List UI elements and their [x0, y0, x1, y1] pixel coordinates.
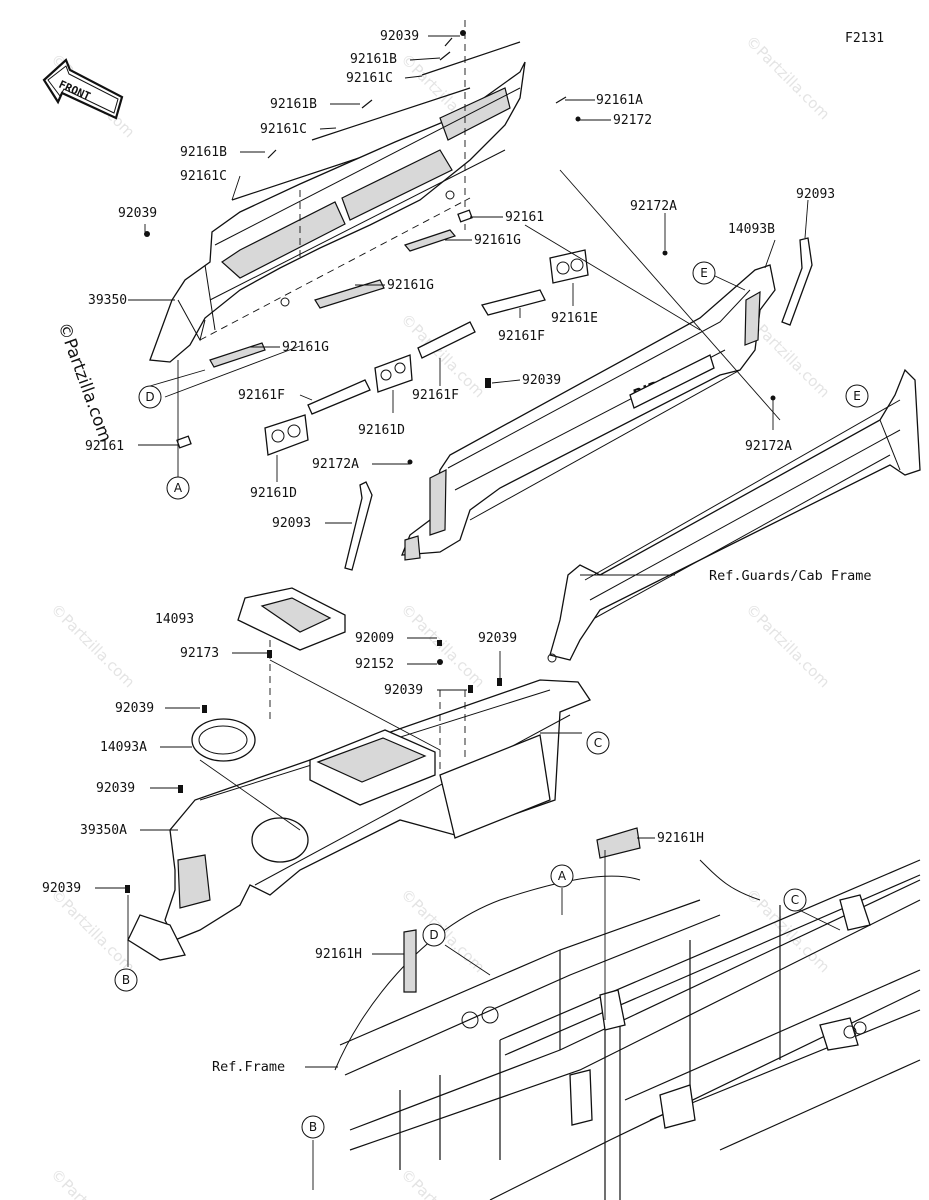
part-label: 92039: [522, 373, 561, 388]
svg-text:D: D: [145, 390, 154, 404]
part-label: 92161E: [551, 311, 598, 326]
part-label: 92039: [384, 683, 423, 698]
part-label: 92161G: [474, 233, 521, 248]
callout-c-bottom: C: [783, 888, 807, 912]
part-label: 92172A: [312, 457, 359, 472]
label-strips: [209, 229, 589, 456]
callout-b-bottom: B: [301, 1115, 325, 1139]
watermark: ©Partzilla.com: [742, 32, 833, 123]
watermark: ©Partzilla.com: [47, 885, 138, 976]
part-label: 92161B: [180, 145, 227, 160]
part-label: 92161H: [315, 947, 362, 962]
part-label: 14093A: [100, 740, 147, 755]
guard-rail-assembly: [547, 368, 921, 663]
part-label: 92161F: [498, 329, 545, 344]
part-label: 92161: [505, 210, 544, 225]
part-label: 92161H: [657, 831, 704, 846]
part-label: 92093: [272, 516, 311, 531]
svg-text:A: A: [174, 481, 183, 495]
svg-text:B: B: [122, 973, 130, 987]
part-label: 92161F: [238, 388, 285, 403]
callout-e-left: E: [692, 261, 716, 285]
svg-text:D: D: [429, 928, 438, 942]
part-label: 92161F: [412, 388, 459, 403]
part-label: 92161: [85, 439, 124, 454]
part-label: 92039: [42, 881, 81, 896]
part-label: 39350: [88, 293, 127, 308]
ref-frame-label: Ref.Frame: [212, 1059, 285, 1075]
part-label: 92161G: [387, 278, 434, 293]
part-label: 92009: [355, 631, 394, 646]
part-label: 92039: [115, 701, 154, 716]
callout-e-right: E: [845, 384, 869, 408]
watermark: ©Partzilla.com: [47, 1165, 138, 1200]
part-label: 92172A: [630, 199, 677, 214]
watermark: ©Partzilla.com: [397, 1165, 488, 1200]
callout-a-top: A: [166, 476, 190, 500]
svg-text:E: E: [853, 389, 861, 403]
part-label: 92161C: [180, 169, 227, 184]
part-label: 92161C: [260, 122, 307, 137]
leader-lines: [95, 35, 841, 1190]
vehicle-frame: [334, 827, 921, 1200]
svg-text:C: C: [594, 736, 602, 750]
svg-text:C: C: [791, 893, 799, 907]
part-label: 92039: [96, 781, 135, 796]
watermark: ©Partzilla.com: [397, 600, 488, 691]
watermark: ©Partzilla.com: [742, 600, 833, 691]
part-label: 92172: [613, 113, 652, 128]
part-label: 39350A: [80, 823, 127, 838]
part-label: 92161B: [350, 52, 397, 67]
front-arrow-icon: FRONT: [42, 58, 124, 120]
callout-circles: D A E E C B A C D B: [114, 261, 869, 1139]
svg-text:E: E: [700, 266, 708, 280]
callout-b-mid: B: [114, 968, 138, 992]
callout-d-top: D: [138, 385, 162, 409]
part-label: 92039: [118, 206, 157, 221]
callout-d-bottom: D: [422, 923, 446, 947]
callout-a-bottom: A: [550, 864, 574, 888]
part-label: 14093: [155, 612, 194, 627]
part-label: 92161D: [358, 423, 405, 438]
part-label: 92039: [380, 29, 419, 44]
svg-text:A: A: [558, 869, 567, 883]
part-label: 92161D: [250, 486, 297, 501]
callout-c-mid: C: [586, 731, 610, 755]
part-label: 92173: [180, 646, 219, 661]
partzilla-logo-text: ©Partzilla.com: [53, 320, 115, 445]
part-label: 92172A: [745, 439, 792, 454]
part-label: 14093B: [728, 222, 775, 237]
svg-text:B: B: [309, 1120, 317, 1134]
ref-guards-label: Ref.Guards/Cab Frame: [709, 568, 872, 584]
part-labels: 92039 92161B 92161C 92161A 92172 92161B …: [42, 29, 835, 962]
part-label: 92161G: [282, 340, 329, 355]
part-label: 92161A: [596, 93, 643, 108]
part-label: 92161C: [346, 71, 393, 86]
diagram-code: F2131: [845, 31, 884, 46]
part-label: 92161B: [270, 97, 317, 112]
part-label: 92093: [796, 187, 835, 202]
rear-panel-assembly: [144, 20, 581, 449]
part-label: 92039: [478, 631, 517, 646]
part-label: 92152: [355, 657, 394, 672]
cargo-bed-assembly: [125, 587, 591, 961]
side-rail-assembly: RIDGE: [344, 237, 813, 571]
watermark: ©Partzilla.com: [47, 600, 138, 691]
